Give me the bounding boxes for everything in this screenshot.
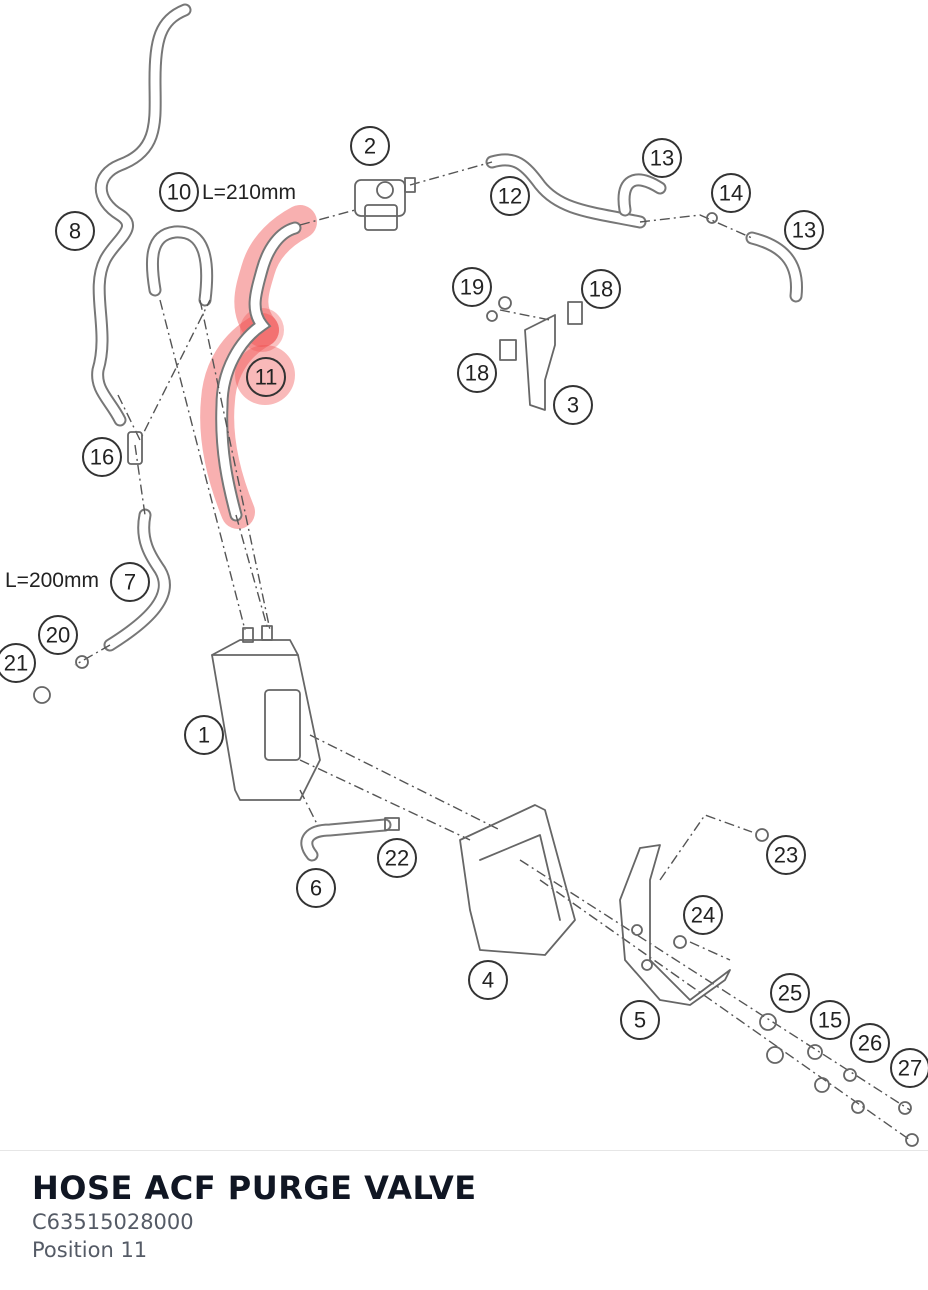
canister-1[interactable] [211,625,321,801]
svg-text:1: 1 [198,723,210,748]
callout-15[interactable]: 15 [810,1000,850,1040]
svg-text:13: 13 [650,146,674,171]
hose-12[interactable] [485,153,647,229]
callout-7[interactable]: 7 [110,562,150,602]
callout-6[interactable]: 6 [296,868,336,908]
svg-text:19: 19 [460,275,484,300]
footer-divider [0,1150,928,1151]
part-number: C63515028000 [32,1210,194,1234]
svg-text:25: 25 [778,981,802,1006]
svg-text:11: 11 [255,365,278,390]
svg-text:5: 5 [634,1008,646,1033]
bracket-5[interactable] [619,844,731,1006]
svg-text:26: 26 [858,1031,882,1056]
svg-text:21: 21 [4,651,28,676]
callout-13-upper[interactable]: 13 [642,138,682,178]
callout-3[interactable]: 3 [553,385,593,425]
part-position: Position 11 [32,1238,148,1262]
hose-13-lower[interactable] [745,231,803,303]
purge-valve-2[interactable] [354,177,416,231]
callout-12[interactable]: 12 [490,176,530,216]
part-info-panel: HOSE ACF PURGE VALVE C63515028000 Positi… [32,1168,477,1264]
svg-text:18: 18 [465,361,489,386]
callout-16[interactable]: 16 [82,437,122,477]
callout-5[interactable]: 5 [620,1000,660,1040]
svg-text:7: 7 [124,570,136,595]
svg-text:10: 10 [167,180,191,205]
hose-7[interactable] [103,508,171,652]
hose-10[interactable] [145,225,214,307]
callout-18-right[interactable]: 18 [581,269,621,309]
callout-21[interactable]: 21 [0,643,36,683]
svg-text:8: 8 [69,219,81,244]
callout-25[interactable]: 25 [770,973,810,1013]
svg-text:2: 2 [364,134,376,159]
assembly-lines [74,161,911,1141]
callout-14[interactable]: 14 [711,173,751,213]
callout-24[interactable]: 24 [683,895,723,935]
callout-1[interactable]: 1 [184,715,224,755]
svg-text:24: 24 [691,903,715,928]
bracket-3[interactable] [486,296,583,411]
fasteners [33,212,919,1147]
callouts: 1 2 3 4 5 6 7 8 10 11 12 13 13 14 15 16 … [0,126,928,1088]
svg-text:16: 16 [90,445,114,470]
svg-text:18: 18 [589,277,613,302]
callout-11[interactable]: 11 [246,357,286,397]
callout-23[interactable]: 23 [766,835,806,875]
svg-text:13: 13 [792,218,816,243]
svg-text:27: 27 [898,1056,922,1081]
svg-text:15: 15 [818,1008,842,1033]
svg-text:14: 14 [719,181,743,206]
svg-text:12: 12 [498,184,522,209]
callout-2[interactable]: 2 [350,126,390,166]
callout-18-left[interactable]: 18 [457,353,497,393]
svg-text:4: 4 [482,968,494,993]
svg-text:23: 23 [774,843,798,868]
svg-text:3: 3 [567,393,579,418]
callout-20[interactable]: 20 [38,615,78,655]
callout-19[interactable]: 19 [452,267,492,307]
callout-27[interactable]: 27 [890,1048,928,1088]
connector-16[interactable] [127,431,143,465]
dimension-label-hose-7: L=200mm [5,569,99,592]
callout-13-lower[interactable]: 13 [784,210,824,250]
callout-10[interactable]: 10 [159,172,199,212]
dimension-label-hose-10: L=210mm [202,181,296,204]
callout-8[interactable]: 8 [55,211,95,251]
hose-11[interactable] [215,221,302,522]
hose-8[interactable] [91,3,192,427]
hose-13-upper[interactable] [617,173,667,217]
callout-4[interactable]: 4 [468,960,508,1000]
elbow-6[interactable] [300,817,400,862]
exploded-parts-diagram: 1 2 3 4 5 6 7 8 10 11 12 13 13 14 15 16 … [0,3,928,1147]
svg-text:22: 22 [385,846,409,871]
svg-text:20: 20 [46,623,70,648]
bracket-4[interactable] [459,804,576,956]
part-name: HOSE ACF PURGE VALVE [32,1169,477,1207]
svg-text:6: 6 [310,876,322,901]
callout-22[interactable]: 22 [377,838,417,878]
callout-26[interactable]: 26 [850,1023,890,1063]
